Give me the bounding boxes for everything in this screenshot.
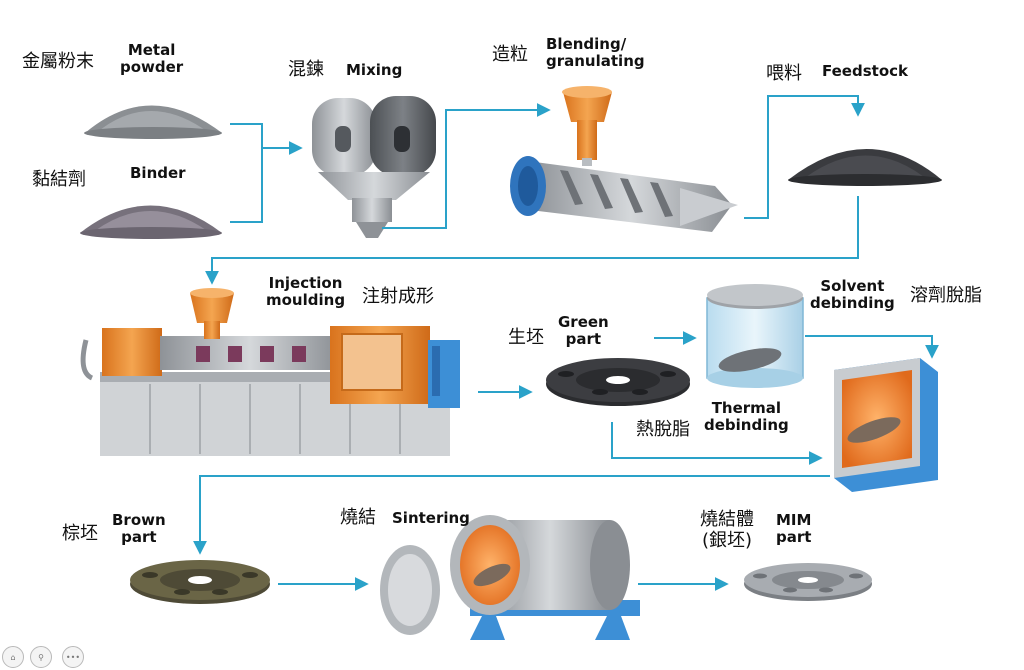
thermal-zh-label: 熱脫脂	[636, 419, 690, 440]
mixing-en-label: Mixing	[346, 61, 403, 79]
flow-arrow-to-feedstock	[744, 95, 865, 219]
mim-part-zh-label: 燒結體 (銀坯)	[700, 509, 754, 551]
thermal-debinding-furnace-icon	[834, 358, 938, 492]
green-part-zh-label: 生坯	[508, 327, 544, 348]
blending-en-label: Blending/ granulating	[546, 35, 645, 71]
solvent-bath-jar-icon	[706, 284, 804, 388]
metal-powder-zh-label: 金屬粉末	[22, 51, 94, 72]
brown-part-en-label: Brown part	[112, 511, 166, 547]
flow-line-powders-merge	[230, 123, 263, 223]
sintering-furnace-icon	[380, 515, 640, 640]
granulator-screw-icon	[510, 86, 738, 232]
brown-part-disc-icon	[130, 560, 270, 604]
thermal-en-label: Thermal debinding	[704, 399, 789, 435]
solvent-zh-label: 溶劑脫脂	[910, 285, 982, 306]
solvent-en-label: Solvent debinding	[810, 277, 895, 313]
injection-moulding-machine-icon	[80, 288, 460, 456]
mim-part-disc-icon	[744, 563, 872, 601]
flow-arrow-to-injection	[205, 196, 859, 285]
sintering-zh-label: 燒結	[340, 507, 376, 528]
mixing-zh-label: 混鍊	[288, 59, 324, 80]
green-part-en-label: Green part	[558, 313, 609, 349]
metal-powder-en-label: Metal powder	[120, 41, 184, 77]
brown-part-zh-label: 棕坯	[62, 523, 98, 544]
sintering-en-label: Sintering	[392, 509, 470, 527]
more-icon[interactable]: •••	[62, 646, 84, 668]
flow-arrow-to-granulating	[382, 103, 551, 229]
metal-powder-pile-icon	[84, 105, 222, 139]
flow-arrow-to-thermal-debinding	[611, 422, 823, 465]
home-icon[interactable]: ⌂	[2, 646, 24, 668]
flow-arrow-solvent-to-furnace	[805, 335, 939, 359]
green-part-disc-icon	[546, 358, 690, 406]
zoom-icon[interactable]: ⚲	[30, 646, 52, 668]
flow-arrow-to-brown-part	[193, 475, 830, 555]
feedstock-zh-label: 喂料	[766, 63, 802, 84]
flow-arrows	[193, 95, 939, 591]
injection-en-label: Injection moulding	[266, 274, 346, 310]
feedstock-pile-icon	[788, 149, 942, 186]
mixer-machine-icon	[312, 96, 436, 238]
binder-pile-icon	[80, 205, 222, 239]
injection-zh-label: 注射成形	[362, 286, 434, 307]
mim-part-en-label: MIM part	[776, 511, 812, 547]
binder-en-label: Binder	[130, 164, 186, 182]
blending-zh-label: 造粒	[492, 44, 528, 65]
feedstock-en-label: Feedstock	[822, 62, 908, 80]
binder-zh-label: 黏結劑	[32, 169, 86, 190]
